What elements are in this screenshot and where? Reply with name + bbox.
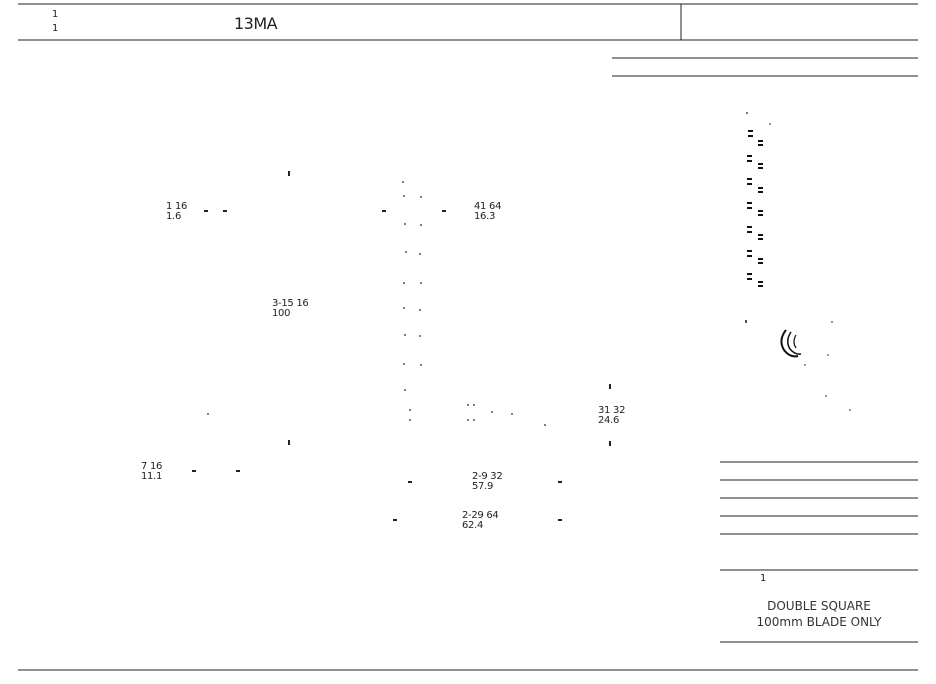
note-line-1: DOUBLE SQUARE — [767, 599, 871, 613]
note-line-2: 100mm BLADE ONLY — [756, 615, 882, 629]
sheet-number-bottom: 1 — [52, 23, 59, 34]
dimension-2-imperial: 41 64 — [474, 201, 502, 212]
notes-table-rules — [720, 461, 918, 643]
dimension-4: 31 32 24.6 — [598, 406, 625, 426]
dimension-5-metric: 11.1 — [141, 471, 163, 482]
part-number: 13MA — [234, 14, 278, 33]
dimension-2: 41 64 16.3 — [474, 202, 501, 222]
dimension-4-metric: 24.6 — [598, 415, 620, 426]
dimension-7-metric: 62.4 — [462, 520, 484, 531]
dimension-3: 3-15 16 100 — [272, 299, 309, 319]
dimension-arrows — [192, 171, 611, 521]
front-view-details — [207, 181, 546, 426]
dimension-6: 2-9 32 57.9 — [472, 471, 503, 492]
dimension-6-metric: 57.9 — [472, 481, 494, 492]
dimension-2-metric: 16.3 — [474, 211, 496, 222]
dimension-5: 7 16 11.1 — [141, 462, 162, 482]
dimension-7-imperial: 2-29 64 — [462, 510, 499, 521]
dimension-1-imperial: 1 16 — [166, 201, 188, 212]
sheet-number-top: 1 — [52, 9, 59, 20]
dimension-5-imperial: 7 16 — [141, 461, 163, 472]
dimension-4-imperial: 31 32 — [598, 405, 626, 416]
dimension-7: 2-29 64 62.4 — [462, 511, 499, 531]
dimension-3-imperial: 3-15 16 — [272, 298, 309, 309]
dimension-6-imperial: 2-9 32 — [472, 471, 503, 482]
notes-small-label: 1 — [760, 573, 767, 584]
dimension-1: 1 16 1.6 — [166, 202, 187, 222]
dimension-1-metric: 1.6 — [166, 211, 182, 222]
isometric-view — [745, 112, 851, 411]
dimension-3-metric: 100 — [272, 308, 291, 319]
